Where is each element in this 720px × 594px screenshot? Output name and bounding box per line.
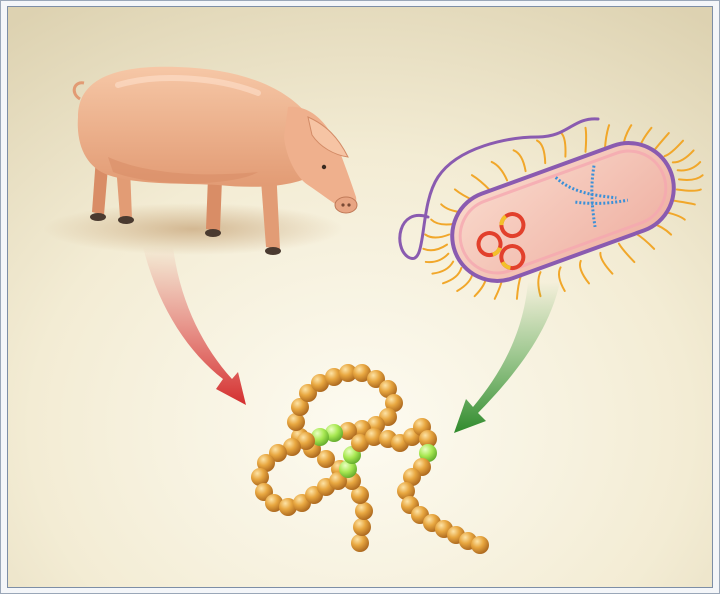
insulin-source-diagram — [8, 7, 713, 588]
amino-acid-bead — [471, 536, 489, 554]
amino-acid-bead — [351, 534, 369, 552]
figure-canvas — [7, 6, 713, 588]
amino-acid-bead — [355, 502, 373, 520]
amino-acid-bead — [353, 518, 371, 536]
